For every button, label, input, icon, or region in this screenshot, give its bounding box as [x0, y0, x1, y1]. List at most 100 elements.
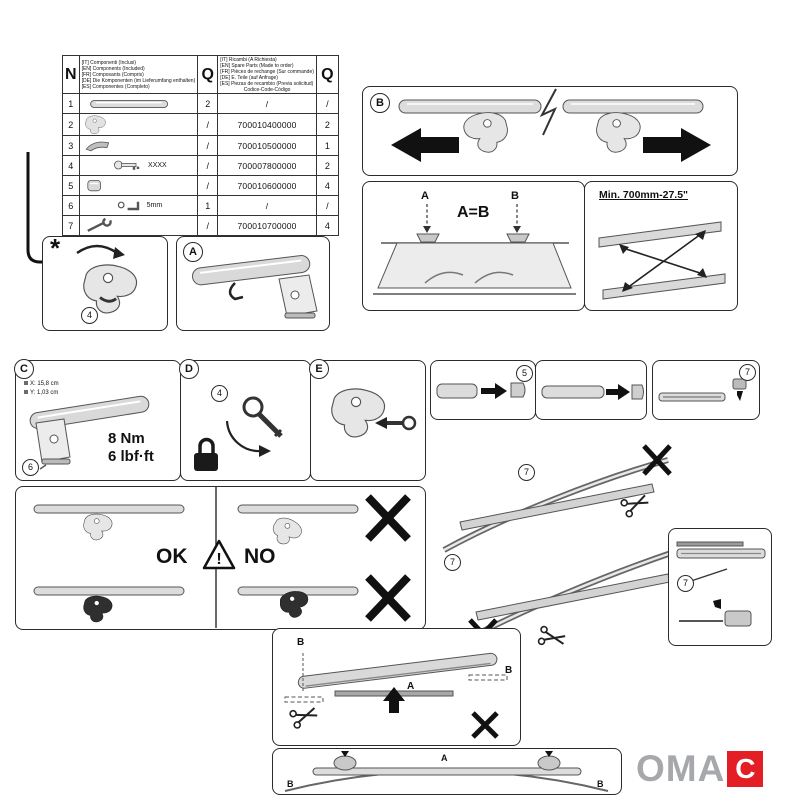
qty-spare: 4 [315, 175, 339, 196]
panel-strip: 7 [668, 528, 772, 646]
brand-logo: OMA C [636, 748, 764, 789]
table-row: 7 / 700010700000 4 [62, 215, 339, 236]
panel-a: A [176, 236, 330, 331]
segment-b-right-label: B [505, 665, 513, 676]
col-header-q-included: Q [197, 55, 219, 94]
included-line: [ES] Componentes (Completo) [81, 83, 150, 90]
press-check-illustration [284, 751, 609, 792]
qty-included: / [197, 175, 219, 196]
step-a-badge: A [183, 242, 203, 262]
strip-cap-illustration [676, 541, 766, 627]
dim-bullet [24, 390, 28, 394]
no-label: NO [244, 545, 276, 568]
row-n: 7 [62, 215, 80, 236]
qty-included: / [197, 113, 219, 136]
part-cell: 5mm [78, 195, 199, 216]
spare-line: [DE] E. Teile (auf Anfrage) [220, 74, 278, 81]
press-b-left-label: B [287, 779, 294, 789]
part-code: 700010500000 [217, 135, 317, 156]
wrong-mark-x [642, 444, 672, 476]
pad-install-illustration [76, 244, 138, 314]
wrench-icon [86, 217, 112, 232]
lock-key-icon [114, 160, 140, 171]
panel-star: * 4 [42, 233, 168, 331]
row-n: 2 [62, 113, 80, 136]
included-line: [IT] Componenti (Inclusi) [81, 59, 137, 66]
cap-insert-illustration [541, 384, 644, 400]
scissors-icon [620, 494, 649, 518]
part-7-callout: 7 [739, 364, 756, 381]
dim-x-text: X: 15,8 cm [30, 381, 59, 387]
dim-a-label: A [421, 190, 429, 202]
strip-cut-illustration [284, 652, 508, 739]
table-row: 2 / 700010400000 2 [62, 113, 339, 136]
qty-included: / [197, 155, 219, 176]
col-header-spare: [IT] Ricambi (A Richiesta) [EN] Spare Pa… [217, 55, 317, 94]
included-line: [FR] Composants (Compris) [81, 71, 144, 78]
insert-up-arrow [383, 687, 405, 713]
table-row: 6 5mm 1 / / [62, 195, 339, 216]
slide-right-arrow [643, 128, 711, 162]
qty-spare: / [315, 93, 339, 114]
ok-no-illustrations [33, 487, 411, 628]
col-header-included: [IT] Componenti (Inclusi) [EN] Component… [78, 55, 199, 94]
part-7-callout: 7 [677, 575, 694, 592]
wrong-mark-x [365, 574, 411, 622]
end-cap-icon [86, 179, 101, 191]
col-header-n: N [62, 55, 80, 94]
part-6-callout: 6 [22, 459, 39, 476]
dimension-x: X: 15,8 cm [24, 381, 59, 388]
slide-left-arrow [391, 128, 459, 162]
ok-label: OK [156, 545, 188, 568]
part-code: 700007800000 [217, 155, 317, 176]
col-header-q-spare: Q [315, 55, 339, 94]
part-cell [78, 215, 199, 236]
crossbar-spacing-illustration [598, 221, 726, 300]
dim-b-label: B [511, 190, 519, 202]
qty-included: / [197, 135, 219, 156]
table-row: 5 / 700010600000 4 [62, 175, 339, 196]
panel-ok-no: OK ! NO [15, 486, 426, 630]
qty-spare: 2 [315, 155, 339, 176]
warning-triangle-icon: ! [202, 539, 236, 570]
foot-clamp-icon [84, 115, 106, 134]
key-code-label: XXXX [148, 161, 167, 169]
torque-bolt-illustration [29, 395, 150, 470]
min-distance-label: Min. 700mm-27.5" [599, 189, 689, 201]
spare-line: [EN] Spare Parts (Made to order) [220, 62, 294, 69]
padlock-icon [194, 453, 218, 471]
part-cell [78, 113, 199, 136]
panel-measure: A B A=B [362, 181, 585, 311]
step-c-badge: C [14, 359, 34, 379]
wrong-mark-x [365, 494, 411, 542]
included-line: [DE] Die Komponenten (im Lieferumfang en… [81, 77, 196, 84]
panel-e: E [309, 359, 426, 481]
press-b-right-label: B [597, 779, 604, 789]
wrong-mark-x [471, 711, 499, 739]
torque-nm-label: 8 Nm [108, 430, 145, 447]
panel-d: D 4 [179, 359, 311, 481]
panel-min-distance: Min. 700mm-27.5" [584, 181, 738, 311]
part-4-callout: 4 [81, 307, 98, 324]
segment-b-left-label: B [297, 637, 305, 648]
table-row: 1 2 / / [62, 93, 339, 114]
panel-cap-1: 5 [430, 360, 536, 420]
warning-exclamation: ! [216, 551, 221, 568]
part-cell [78, 135, 199, 156]
press-a-label: A [441, 753, 448, 763]
qty-included: 2 [197, 93, 219, 114]
dim-y-text: Y: 1,03 cm [30, 390, 59, 396]
logo-text-gray: OMA [636, 748, 726, 789]
part-7-callout: 7 [444, 554, 461, 571]
qty-spare: 2 [315, 113, 339, 136]
included-line: [EN] Components (Included) [81, 65, 145, 72]
allen-key-icon [117, 201, 139, 211]
spare-line: [ES] Piezas de recambio (Previa solicitu… [220, 80, 314, 87]
parts-table: N [IT] Componenti (Inclusi) [EN] Compone… [62, 55, 339, 236]
part-cell [78, 93, 199, 114]
panel-c: C X: 15,8 cm Y: 1,03 cm 6 8 Nm 6 lbf·ft [14, 359, 181, 481]
panel-cap-3: 7 [652, 360, 760, 420]
segment-a-label: A [407, 681, 415, 692]
part-4-callout: 4 [211, 385, 228, 402]
